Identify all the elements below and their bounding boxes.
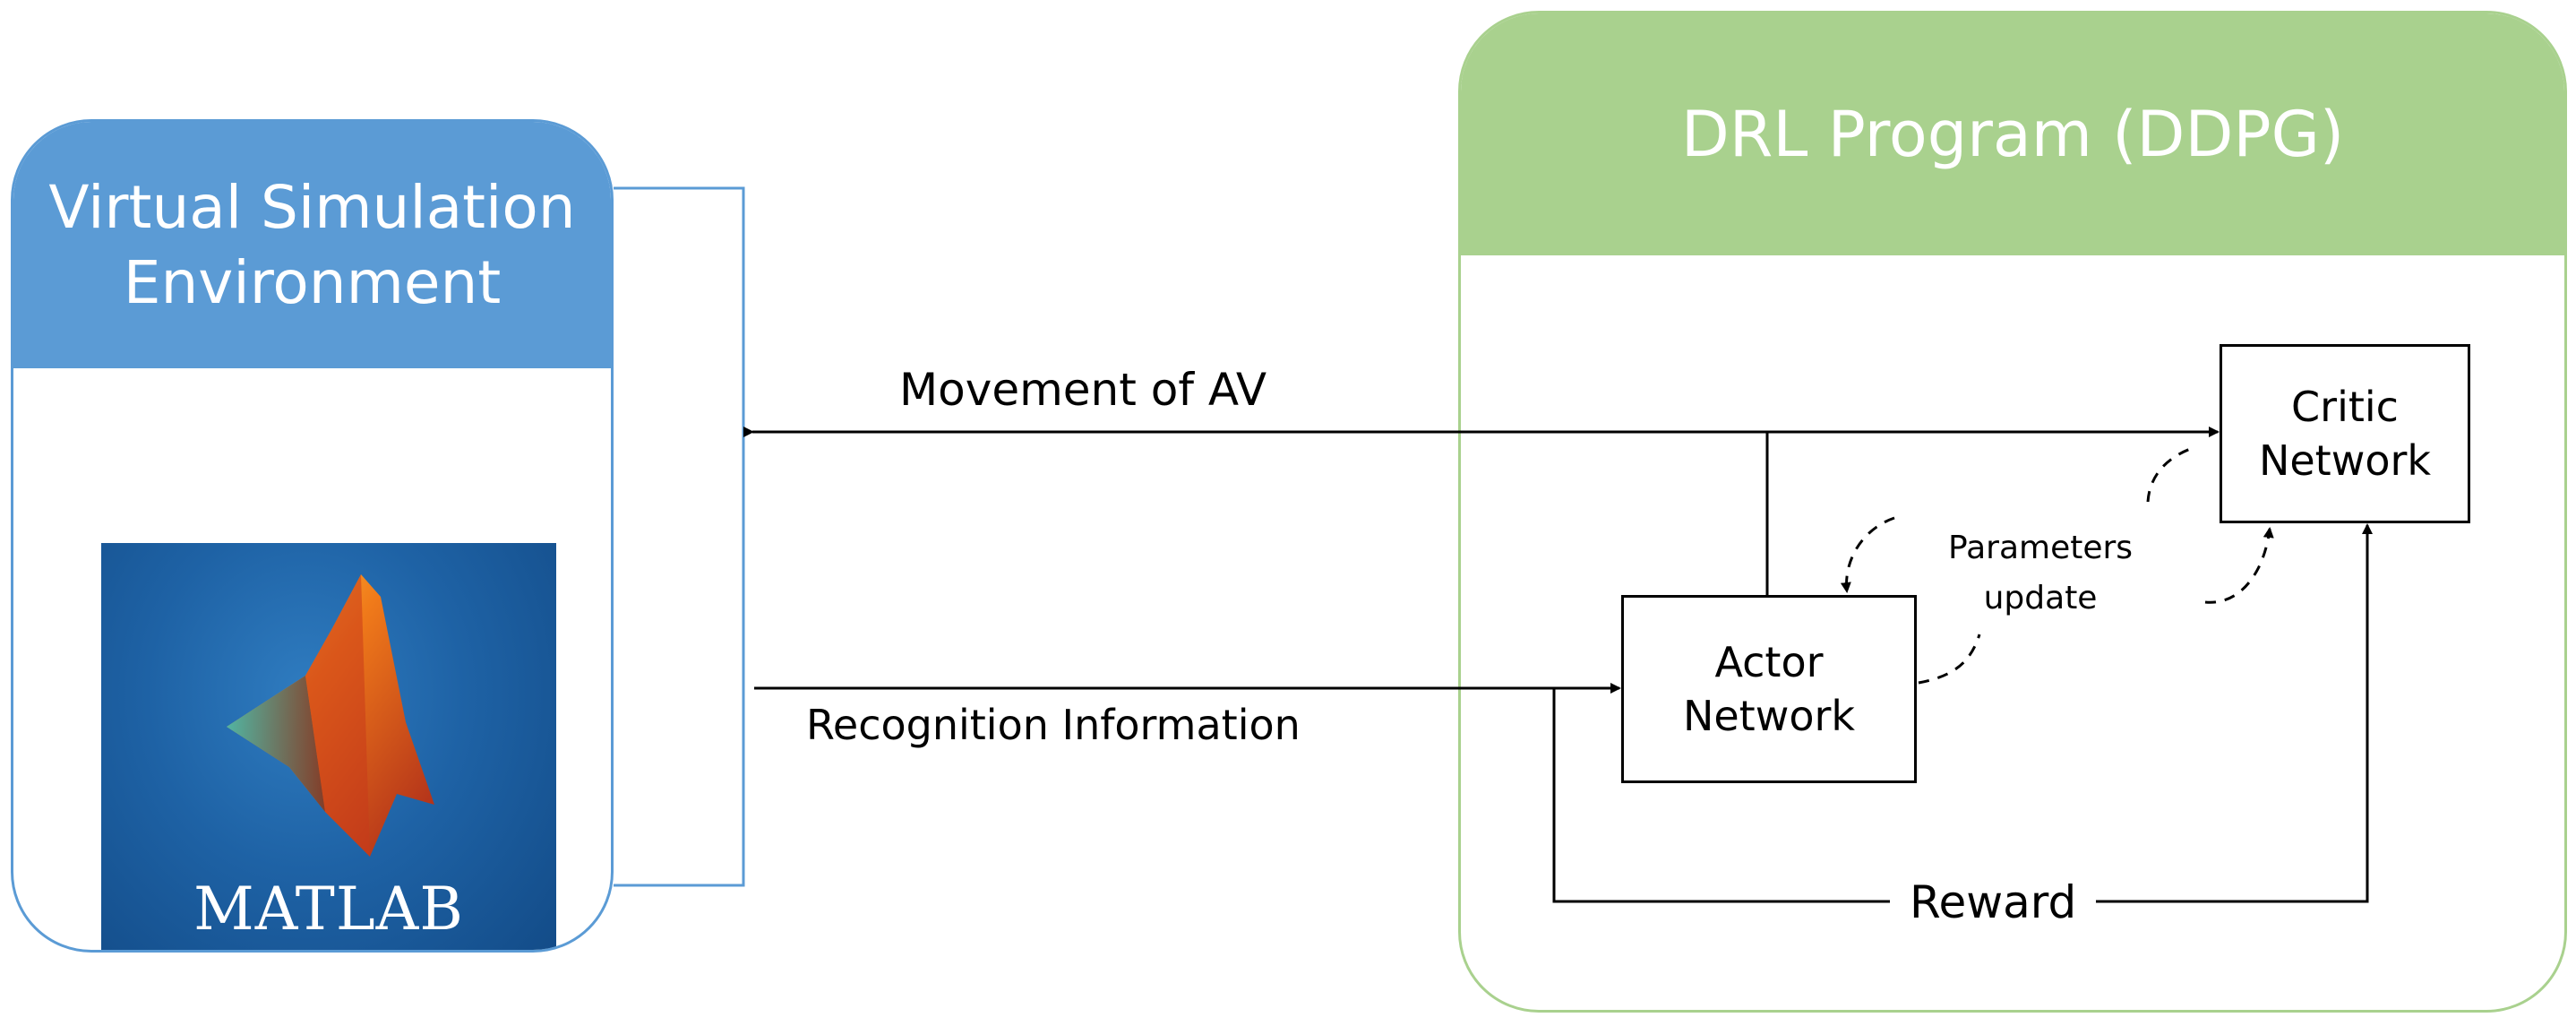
params-to-critic-arrow: [2204, 527, 2274, 604]
params-to-actor-arrow: [1840, 516, 1895, 593]
actor-network-label: Actor Network: [1682, 638, 1856, 740]
recognition-label: Recognition Information: [806, 701, 1301, 749]
environment-title: Virtual Simulation Environment: [48, 172, 576, 317]
parameters-update-label: Parameters update: [1948, 530, 2134, 616]
matlab-logo: MATLAB: [101, 543, 556, 950]
environment-header: Virtual Simulation Environment: [13, 122, 611, 368]
environment-panel: Virtual Simulation Environment MATLAB: [11, 119, 614, 953]
matlab-wordmark: MATLAB: [193, 875, 464, 944]
params-to-critic-curve: [2146, 446, 2194, 503]
drl-header: DRL Program (DDPG): [1461, 13, 2564, 255]
actor-network-box: Actor Network: [1621, 595, 1917, 783]
movement-label: Movement of AV: [899, 364, 1267, 416]
actor-to-params-curve: [1918, 634, 1981, 685]
drl-title: DRL Program (DDPG): [1680, 98, 2345, 171]
reward-label: Reward: [1890, 876, 2097, 928]
critic-network-label: Critic Network: [2258, 383, 2432, 485]
matlab-membrane-icon: [227, 574, 434, 857]
environment-bracket: [614, 186, 745, 887]
critic-network-box: Critic Network: [2220, 344, 2470, 523]
